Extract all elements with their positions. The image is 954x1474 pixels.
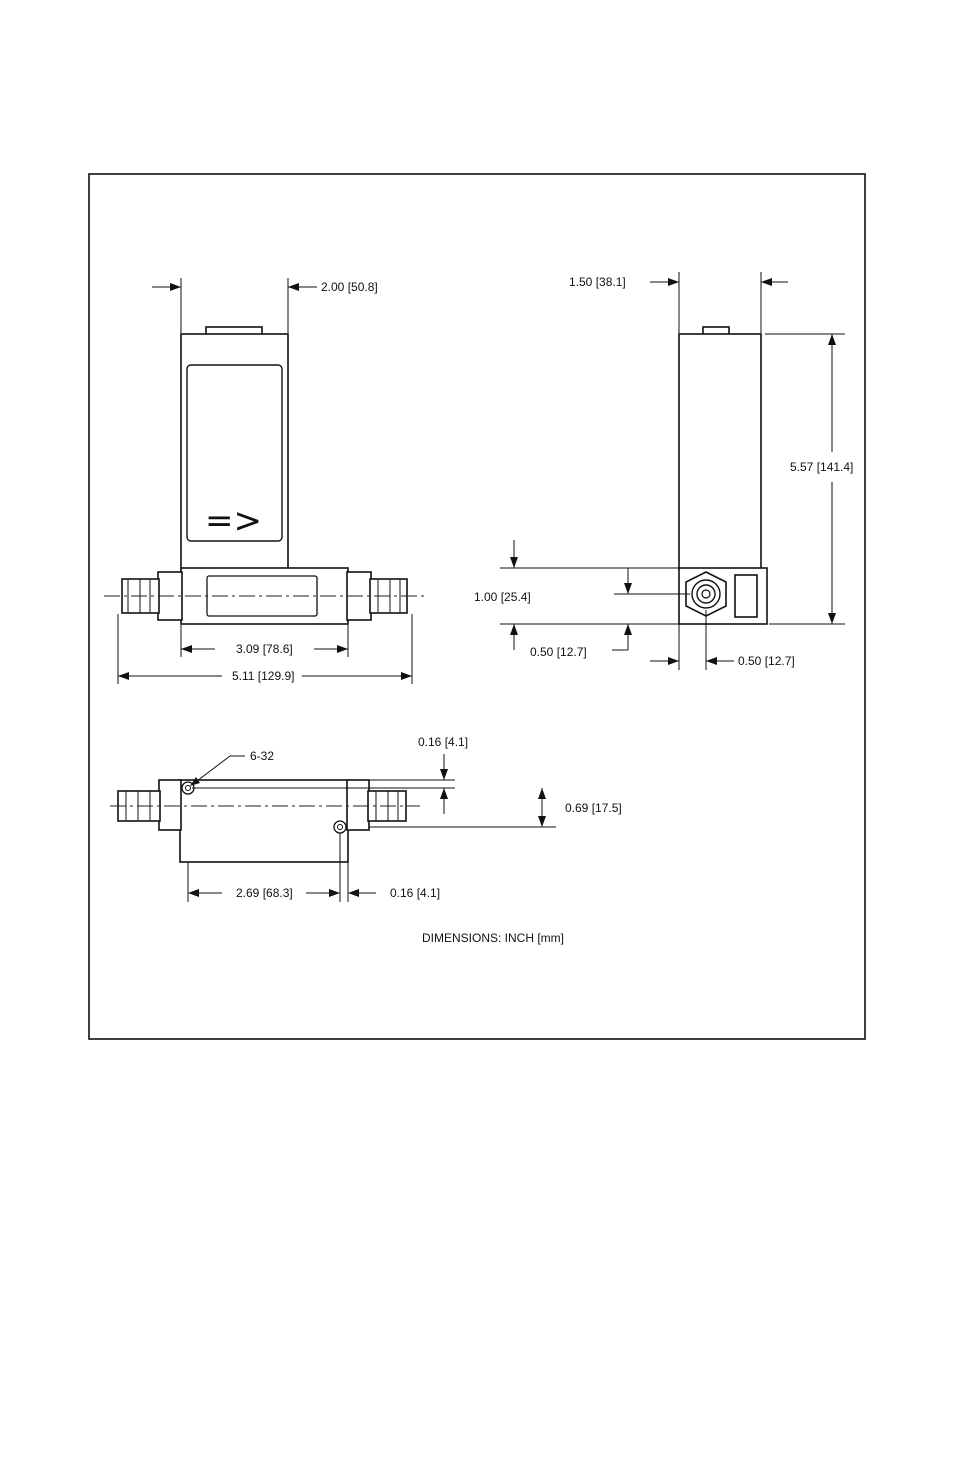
dim-inlet-height: 1.00 [25.4]: [474, 540, 679, 650]
dim-label: 2.00 [50.8]: [321, 280, 378, 294]
flow-direction-symbol: =>: [205, 501, 262, 541]
side-view: [679, 327, 767, 624]
dim-label: 3.09 [78.6]: [236, 642, 293, 656]
bottom-view: [110, 780, 420, 862]
dim-label: 0.16 [4.1]: [418, 735, 468, 749]
dim-label: 0.16 [4.1]: [390, 886, 440, 900]
dim-body-length: 3.09 [78.6]: [181, 625, 348, 657]
dim-label: 0.50 [12.7]: [738, 654, 795, 668]
dimensions-note: DIMENSIONS: INCH [mm]: [422, 931, 564, 945]
dim-label: 1.00 [25.4]: [474, 590, 531, 604]
dim-side-width: 1.50 [38.1]: [569, 272, 788, 333]
dim-base-depth: 0.69 [17.5]: [369, 788, 622, 827]
dim-label: 1.50 [38.1]: [569, 275, 626, 289]
dim-label: 0.50 [12.7]: [530, 645, 587, 659]
front-view: =>: [104, 327, 424, 624]
dim-base-offset: 0.50 [12.7]: [530, 568, 690, 659]
dim-front-width: 2.00 [50.8]: [152, 278, 378, 333]
dim-hole-offset-side: 0.16 [4.1]: [348, 862, 440, 902]
dim-label: 5.11 [129.9]: [232, 669, 295, 683]
thread-label: 6-32: [250, 749, 274, 763]
dim-label: 5.57 [141.4]: [790, 460, 853, 474]
dim-side-height: 5.57 [141.4]: [765, 334, 853, 624]
dim-label: 0.69 [17.5]: [565, 801, 622, 815]
dim-label: 2.69 [68.3]: [236, 886, 293, 900]
mounting-hole: [334, 821, 346, 833]
